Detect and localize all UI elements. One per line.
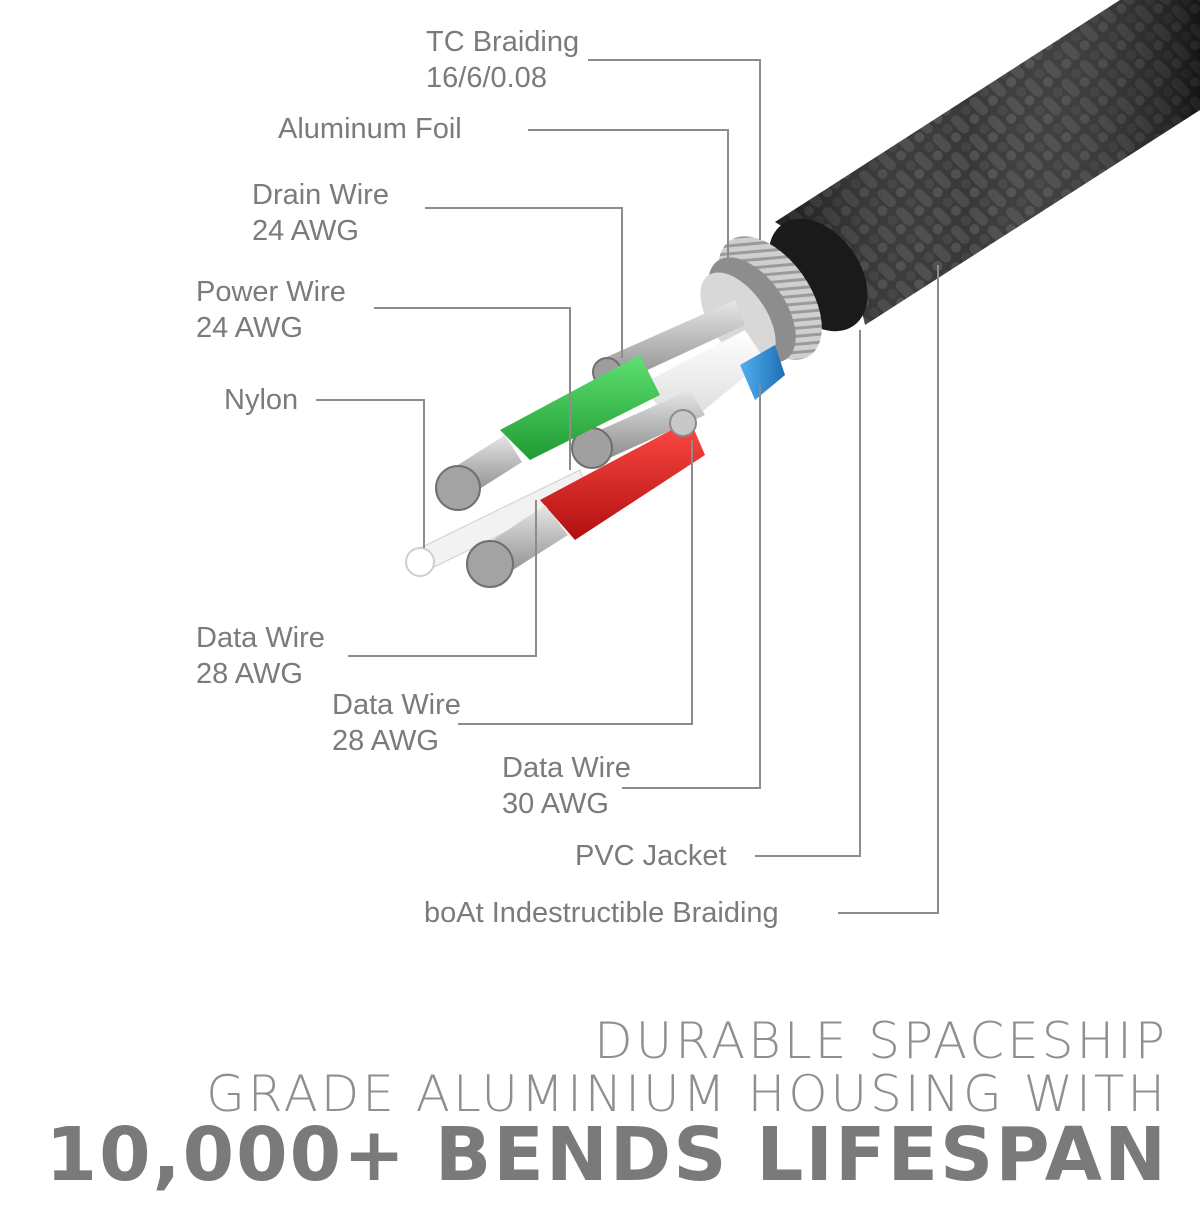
leader-data-wire-b bbox=[458, 440, 693, 725]
leader-tc-braiding bbox=[588, 59, 761, 240]
headline-line-2: GRADE ALUMINIUM HOUSING WITH bbox=[206, 1065, 1168, 1123]
drain-wire-spec: 24 AWG bbox=[252, 215, 359, 247]
drain-wire-title: Drain Wire bbox=[252, 179, 389, 211]
label-nylon: Nylon bbox=[224, 382, 298, 418]
leader-power-wire bbox=[374, 307, 571, 470]
label-aluminum-foil: Aluminum Foil bbox=[278, 111, 462, 147]
braided-jacket bbox=[768, 0, 1200, 332]
leader-data-wire-c bbox=[622, 385, 761, 789]
tc-braiding-title: TC Braiding bbox=[426, 26, 580, 58]
aluminum-foil-title: Aluminum Foil bbox=[278, 113, 462, 145]
label-data-wire-a: Data Wire 28 AWG bbox=[196, 620, 325, 692]
leader-boat-braiding bbox=[838, 265, 939, 914]
power-wire-title: Power Wire bbox=[196, 276, 346, 308]
label-data-wire-b: Data Wire 28 AWG bbox=[332, 687, 461, 759]
leader-aluminum-foil bbox=[528, 129, 729, 268]
pvc-jacket-title: PVC Jacket bbox=[575, 840, 727, 872]
data-wire-c-spec: 30 AWG bbox=[502, 788, 609, 820]
nylon-title: Nylon bbox=[224, 384, 299, 416]
label-data-wire-c: Data Wire 30 AWG bbox=[502, 750, 631, 822]
data-wire-b-title: Data Wire bbox=[332, 689, 461, 721]
boat-braiding-title: boAt Indestructible Braiding bbox=[424, 897, 779, 929]
data-wire-a-title: Data Wire bbox=[196, 622, 325, 654]
leader-pvc-jacket bbox=[755, 330, 861, 857]
leader-drain-wire bbox=[425, 207, 623, 358]
leader-nylon bbox=[316, 399, 425, 548]
label-tc-braiding: TC Braiding 16/6/0.08 bbox=[426, 24, 579, 96]
wire-bundle bbox=[405, 300, 785, 588]
data-wire-a-spec: 28 AWG bbox=[196, 658, 303, 690]
headline-line-1: DURABLE SPACESHIP bbox=[594, 1012, 1168, 1070]
data-wire-b-spec: 28 AWG bbox=[332, 725, 439, 757]
headline-line-3: 10,000+ BENDS LIFESPAN bbox=[45, 1112, 1168, 1198]
label-boat-braiding: boAt Indestructible Braiding bbox=[424, 895, 779, 931]
tc-braiding-spec: 16/6/0.08 bbox=[426, 62, 547, 94]
label-power-wire: Power Wire 24 AWG bbox=[196, 274, 346, 346]
leader-lines bbox=[316, 59, 939, 914]
label-drain-wire: Drain Wire 24 AWG bbox=[252, 177, 389, 249]
leader-data-wire-a bbox=[348, 500, 537, 657]
power-wire-spec: 24 AWG bbox=[196, 312, 303, 344]
label-pvc-jacket: PVC Jacket bbox=[575, 838, 727, 874]
data-wire-c-title: Data Wire bbox=[502, 752, 631, 784]
